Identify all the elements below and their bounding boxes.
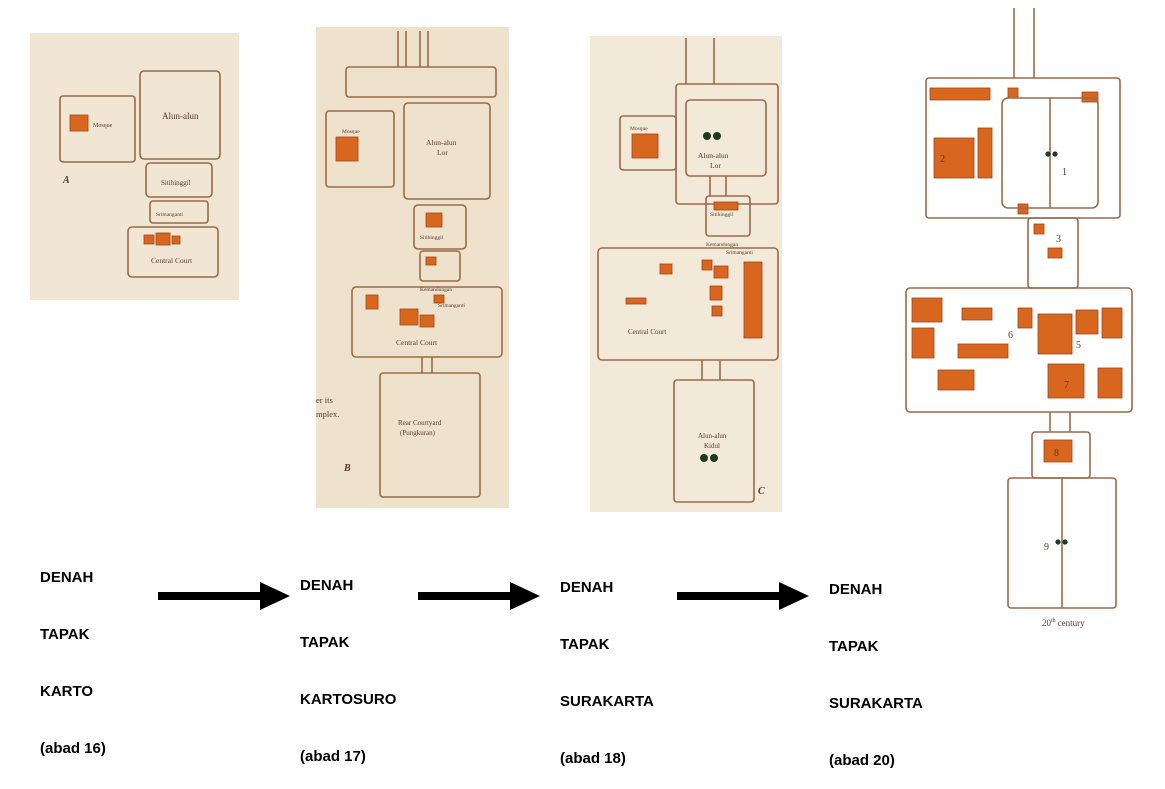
sitihinggil-label: Sitihinggil: [161, 179, 191, 187]
caption-line: TAPAK: [40, 626, 90, 643]
plan-number-1: 1: [1062, 167, 1067, 178]
site-plan-kartosuro: Mosque Alun-alun Lor Sitihinggil Kemandu…: [316, 27, 509, 508]
caption-line: DENAH: [829, 581, 883, 598]
banyan-tree-north-1: [703, 132, 711, 140]
srimanganti-label: Srimanganti: [726, 250, 753, 256]
site-plan-surakarta-18-drawing: Mosque Alun-alun Lor Sitihinggil Kemandu…: [590, 36, 782, 512]
caption-karto: DENAH TAPAK KARTO (abad 16): [40, 530, 106, 777]
century-word: century: [1058, 618, 1085, 628]
plan-number-3: 3: [1056, 234, 1061, 245]
plan-number-5: 5: [1076, 340, 1081, 351]
alun-alun-label: Alun-alun: [162, 111, 199, 121]
caption-line: KARTOSURO: [300, 691, 397, 708]
caption-line: (abad 16): [40, 740, 106, 757]
alun-alun-lor-label-1: Alun-alun: [426, 138, 457, 147]
caption-surakarta-20: DENAH TAPAK SURAKARTA (abad 20): [829, 542, 923, 789]
alun-alun-lor-label-2: Lor: [710, 161, 721, 170]
caption-line: DENAH: [40, 569, 94, 586]
central-court-label: Central Court: [151, 256, 193, 265]
sitihinggil-label: Sitihinggil: [420, 235, 444, 241]
banyan-tree-south-1: [700, 454, 708, 462]
banyan-tree-south-2: [710, 454, 718, 462]
alun-alun-kidul-label-1: Alun-alun: [698, 432, 727, 440]
caption-line: TAPAK: [300, 634, 350, 651]
caption-line: KARTO: [40, 683, 94, 700]
mosque-building: [631, 133, 659, 159]
plan-number-2: 2: [940, 154, 945, 165]
srimanganti-label: Srimanganti: [438, 303, 465, 309]
arrow-right-icon: [418, 582, 540, 610]
rear-courtyard-label-1: Rear Courtyard: [398, 419, 442, 427]
plan-number-8: 8: [1054, 448, 1059, 459]
plan-letter-c: C: [758, 486, 765, 497]
kemandungan-label: Kemandungan: [420, 287, 452, 293]
central-court-label: Central Court: [628, 328, 666, 336]
site-plan-surakarta-18: Mosque Alun-alun Lor Sitihinggil Kemandu…: [590, 36, 782, 512]
caption-line: SURAKARTA: [560, 693, 654, 710]
caption-line: DENAH: [560, 579, 614, 596]
banyan-tree-north-2: [713, 132, 721, 140]
plan-number-6: 6: [1008, 330, 1013, 341]
text-fragment-2: mplex.: [316, 409, 339, 419]
mosque-label: Mosque: [93, 123, 113, 129]
text-fragment-1: er its: [316, 395, 333, 405]
srimanganti-label: Srimanganti: [156, 212, 183, 218]
plan-letter-a: A: [62, 175, 70, 186]
plan-number-7: 7: [1064, 380, 1069, 391]
caption-line: DENAH: [300, 577, 354, 594]
kemandungan-label: Kemandungan: [706, 242, 738, 248]
caption-line: (abad 20): [829, 752, 895, 769]
alun-alun-lor-label-1: Alun-alun: [698, 151, 729, 160]
century-number: 20: [1042, 618, 1052, 628]
arrow-right-icon: [158, 582, 290, 610]
sitihinggil-label: Sitihinggil: [710, 212, 734, 218]
rear-courtyard-label-2: (Pungkuran): [400, 429, 436, 437]
caption-line: (abad 17): [300, 748, 366, 765]
century-suffix: th: [1051, 618, 1056, 624]
caption-kartosuro: DENAH TAPAK KARTOSURO (abad 17): [300, 538, 396, 785]
mosque-building: [69, 114, 89, 132]
caption-line: TAPAK: [560, 636, 610, 653]
site-plan-kartosuro-drawing: Mosque Alun-alun Lor Sitihinggil Kemandu…: [316, 27, 509, 508]
arrow-right-icon: [677, 582, 809, 610]
caption-line: (abad 18): [560, 750, 626, 767]
alun-alun-kidul-label-2: Kidul: [704, 442, 720, 450]
central-court-label: Central Court: [396, 338, 438, 347]
caption-line: TAPAK: [829, 638, 879, 655]
alun-alun-lor-label-2: Lor: [437, 148, 448, 157]
plan-number-9: 9: [1044, 542, 1049, 553]
site-plan-karto: Mosque Alun-alun Sitihinggil Srimanganti…: [30, 33, 239, 300]
caption-surakarta-18: DENAH TAPAK SURAKARTA (abad 18): [560, 540, 654, 787]
mosque-building: [335, 136, 359, 162]
site-plan-karto-drawing: Mosque Alun-alun Sitihinggil Srimanganti…: [30, 33, 239, 300]
mosque-label: Mosque: [630, 126, 648, 132]
mosque-label: Mosque: [342, 129, 360, 135]
plan-letter-b: B: [343, 463, 351, 474]
caption-line: SURAKARTA: [829, 695, 923, 712]
